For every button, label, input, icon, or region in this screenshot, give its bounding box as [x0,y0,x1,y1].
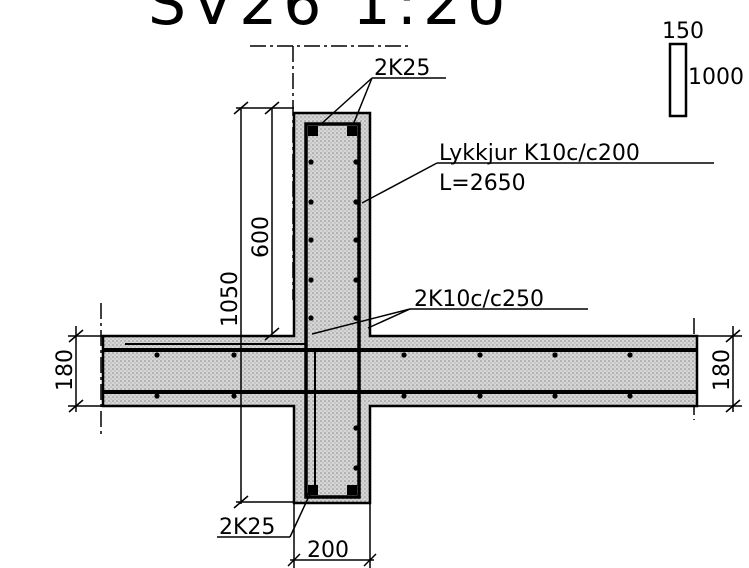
stirrup-length-label: L=2650 [439,171,526,196]
concrete-section [101,111,699,505]
dimension-1050: 1050 [218,271,243,327]
drawing-title: SV26 1:20 [148,0,511,39]
legend-width-label: 150 [662,19,704,44]
dimension-180-right: 180 [710,349,735,391]
legend-height-label: 1000 [688,65,744,90]
horizontal-bars [103,343,697,394]
distribution-bars [154,159,633,471]
dimension-200: 200 [307,538,349,563]
dimension-600: 600 [249,216,274,258]
top-bars-label: 2K25 [374,56,430,81]
legend-rectangle [668,42,688,118]
horizontal-bars-label: 2K10c/c250 [414,287,544,312]
stirrup-label: Lykkjur K10c/c200 [439,141,640,166]
dimension-180-left: 180 [53,349,78,391]
vertical-stirrup [304,122,361,499]
leader-lines [217,77,714,538]
bottom-bars-label: 2K25 [219,515,275,540]
section-legend: 150 1000 [662,19,744,118]
corner-bars [308,126,357,495]
dimension-lines [68,101,742,568]
concrete-outline [101,111,699,505]
